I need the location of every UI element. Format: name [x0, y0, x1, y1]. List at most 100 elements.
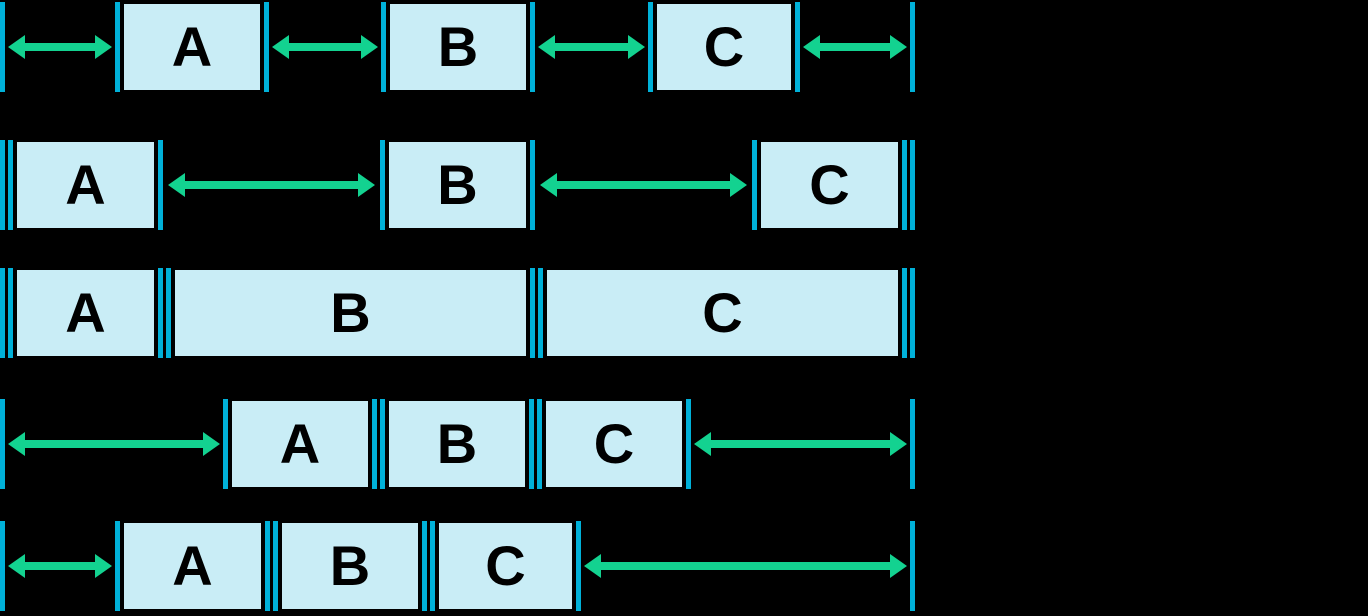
- box-label: A: [279, 412, 321, 475]
- arrow-head-left-icon: [168, 173, 185, 197]
- space-arrow: [8, 399, 220, 489]
- box-label: B: [437, 153, 478, 216]
- container-edge-bar: [0, 521, 5, 611]
- arrow-shaft: [557, 181, 730, 189]
- box-fill: A: [230, 399, 370, 489]
- flex-item-box: C: [538, 268, 907, 358]
- container-edge-bar: [0, 399, 5, 489]
- arrow-shaft: [820, 43, 890, 51]
- arrow-head-left-icon: [8, 554, 25, 578]
- space-arrow: [694, 399, 907, 489]
- row-4: A B C: [0, 399, 915, 489]
- item-margin-bar: [223, 399, 228, 489]
- arrow-shaft: [289, 43, 361, 51]
- flex-item-box: A: [8, 140, 163, 230]
- item-margin-bar: [686, 399, 691, 489]
- arrow-head-left-icon: [694, 432, 711, 456]
- box-label: C: [703, 15, 745, 78]
- box-fill: B: [280, 521, 420, 611]
- box-label: B: [329, 534, 371, 597]
- box-fill: A: [122, 521, 263, 611]
- arrow-head-left-icon: [8, 35, 25, 59]
- box-fill: C: [759, 140, 900, 230]
- container-edge-bar: [0, 2, 5, 92]
- box-label: C: [485, 534, 526, 597]
- row-1: A B C: [0, 2, 915, 92]
- item-margin-bar: [537, 399, 542, 489]
- flex-item-box: C: [537, 399, 691, 489]
- arrow-head-left-icon: [538, 35, 555, 59]
- arrow-head-right-icon: [628, 35, 645, 59]
- arrow-head-right-icon: [203, 432, 220, 456]
- box-fill: A: [15, 268, 156, 358]
- box-label: C: [593, 412, 635, 475]
- arrow-shaft: [25, 440, 203, 448]
- space-arrow: [584, 521, 907, 611]
- flex-item-box: A: [223, 399, 377, 489]
- flex-item-box: C: [648, 2, 800, 92]
- flex-item-box: B: [380, 140, 535, 230]
- box-fill: C: [655, 2, 793, 92]
- item-margin-bar: [265, 521, 270, 611]
- flex-item-box: C: [430, 521, 581, 611]
- space-arrow: [540, 140, 747, 230]
- box-label: A: [65, 153, 106, 216]
- flex-item-box: A: [115, 2, 269, 92]
- flex-item-box: B: [273, 521, 427, 611]
- item-margin-bar: [902, 140, 907, 230]
- box-fill: A: [122, 2, 262, 92]
- box-fill: C: [437, 521, 574, 611]
- flex-item-box: A: [115, 521, 270, 611]
- space-arrow: [8, 521, 112, 611]
- space-arrow: [538, 2, 645, 92]
- box-label: C: [809, 153, 850, 216]
- container-edge-bar: [910, 399, 915, 489]
- item-margin-bar: [538, 268, 543, 358]
- item-margin-bar: [530, 2, 535, 92]
- item-margin-bar: [166, 268, 171, 358]
- arrow-head-left-icon: [540, 173, 557, 197]
- arrow-head-right-icon: [890, 554, 907, 578]
- space-arrow: [272, 2, 378, 92]
- arrow-shaft: [711, 440, 890, 448]
- row-3: A B C: [0, 268, 915, 358]
- box-fill: B: [387, 399, 527, 489]
- arrow-head-right-icon: [890, 35, 907, 59]
- space-arrow: [803, 2, 907, 92]
- box-label: C: [702, 281, 743, 344]
- flex-item-box: B: [166, 268, 535, 358]
- box-label: B: [330, 281, 371, 344]
- space-arrow: [168, 140, 375, 230]
- arrow-head-right-icon: [890, 432, 907, 456]
- item-margin-bar: [422, 521, 427, 611]
- row-2: A B C: [0, 140, 915, 230]
- box-fill: A: [15, 140, 156, 230]
- box-label: B: [436, 412, 478, 475]
- item-margin-bar: [648, 2, 653, 92]
- box-label: A: [65, 281, 106, 344]
- arrow-head-right-icon: [361, 35, 378, 59]
- container-edge-bar: [910, 2, 915, 92]
- item-margin-bar: [380, 399, 385, 489]
- flex-item-box: B: [380, 399, 534, 489]
- box-label: B: [437, 15, 479, 78]
- box-fill: C: [545, 268, 900, 358]
- item-margin-bar: [115, 521, 120, 611]
- item-margin-bar: [795, 2, 800, 92]
- item-margin-bar: [530, 268, 535, 358]
- box-fill: B: [388, 2, 528, 92]
- container-edge-bar: [910, 521, 915, 611]
- arrow-head-right-icon: [95, 35, 112, 59]
- box-label: A: [171, 15, 213, 78]
- arrow-head-left-icon: [584, 554, 601, 578]
- flex-item-box: A: [8, 268, 163, 358]
- arrow-head-right-icon: [358, 173, 375, 197]
- item-margin-bar: [115, 2, 120, 92]
- arrow-head-right-icon: [95, 554, 112, 578]
- container-edge-bar: [0, 268, 5, 358]
- space-arrow: [8, 2, 112, 92]
- arrow-shaft: [185, 181, 358, 189]
- item-margin-bar: [8, 268, 13, 358]
- box-fill: B: [387, 140, 528, 230]
- item-margin-bar: [8, 140, 13, 230]
